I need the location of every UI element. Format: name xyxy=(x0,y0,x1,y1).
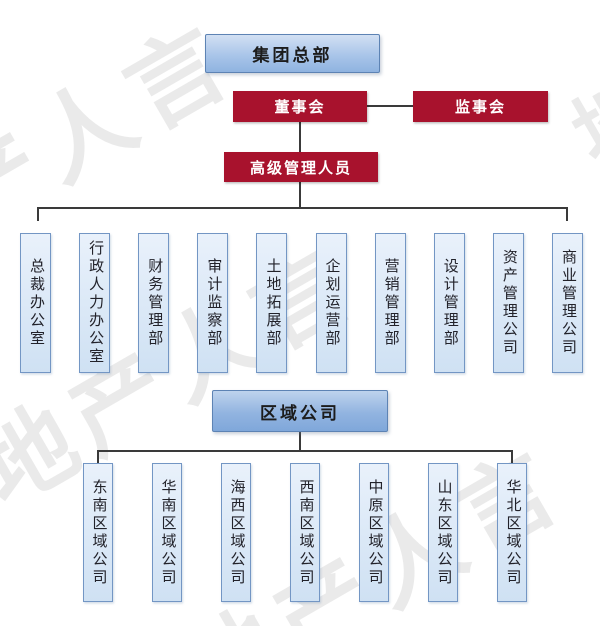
department-label: 营销管理部 xyxy=(382,258,399,348)
region-label: 山东区域公司 xyxy=(435,478,452,587)
node-group-headquarters: 集团总部 xyxy=(205,34,380,73)
department-label: 审计监察部 xyxy=(205,258,222,348)
region-label: 中原区域公司 xyxy=(366,478,383,587)
region-label: 华北区域公司 xyxy=(504,478,521,587)
node-department-0: 总裁办公室 xyxy=(20,233,51,373)
regions-row: 东南区域公司 华南区域公司 海西区域公司 西南区域公司 中原区域公司 山东区域公… xyxy=(83,463,527,602)
node-department-8: 资产管理公司 xyxy=(492,233,524,373)
connector-regional-stem xyxy=(299,432,301,450)
node-department-1: 行政人力办公室 xyxy=(79,233,111,373)
department-label: 行政人力办公室 xyxy=(87,240,104,366)
region-label: 西南区域公司 xyxy=(297,478,314,587)
department-label: 企划运营部 xyxy=(323,258,340,348)
node-department-3: 审计监察部 xyxy=(197,233,229,373)
connector-regions-drop-right xyxy=(511,450,513,463)
region-label: 华南区域公司 xyxy=(159,478,176,587)
node-department-4: 土地拓展部 xyxy=(256,233,288,373)
department-label: 资产管理公司 xyxy=(500,249,517,357)
node-department-5: 企划运营部 xyxy=(315,233,347,373)
node-department-9: 商业管理公司 xyxy=(551,233,583,373)
departments-row: 总裁办公室 行政人力办公室 财务管理部 审计监察部 土地拓展部 企划运营部 营销… xyxy=(20,233,583,373)
watermark-text-top-right: 地产人言 xyxy=(558,0,600,181)
node-regional-company-6: 华北区域公司 xyxy=(497,463,527,602)
connector-departments-drop-left xyxy=(37,207,39,221)
connector-regions-drop-left xyxy=(97,450,99,463)
node-board-of-directors: 董事会 xyxy=(233,91,367,122)
node-regional-company-2: 海西区域公司 xyxy=(221,463,251,602)
node-department-2: 财务管理部 xyxy=(138,233,170,373)
connector-departments-bus xyxy=(37,207,567,209)
node-regional-company-4: 中原区域公司 xyxy=(359,463,389,602)
connector-departments-drop-right xyxy=(566,207,568,221)
node-supervisory-board: 监事会 xyxy=(413,91,548,122)
connector-regions-bus xyxy=(97,450,513,452)
department-label: 财务管理部 xyxy=(146,258,163,348)
node-regional-headquarters: 区域公司 xyxy=(212,390,388,432)
node-senior-management: 高级管理人员 xyxy=(224,152,378,182)
department-label: 土地拓展部 xyxy=(264,258,281,348)
connector-board-to-senior xyxy=(299,122,301,152)
region-label: 海西区域公司 xyxy=(228,478,245,587)
node-department-7: 设计管理部 xyxy=(433,233,465,373)
department-label: 总裁办公室 xyxy=(28,258,44,348)
department-label: 商业管理公司 xyxy=(559,249,576,357)
node-regional-company-5: 山东区域公司 xyxy=(428,463,458,602)
connector-senior-stem xyxy=(299,182,301,208)
node-regional-company-3: 西南区域公司 xyxy=(290,463,320,602)
node-regional-company-0: 东南区域公司 xyxy=(83,463,113,602)
department-label: 设计管理部 xyxy=(441,258,458,348)
node-regional-company-1: 华南区域公司 xyxy=(152,463,182,602)
node-department-6: 营销管理部 xyxy=(374,233,406,373)
region-label: 东南区域公司 xyxy=(90,478,107,587)
connector-board-supervisory xyxy=(367,105,413,107)
